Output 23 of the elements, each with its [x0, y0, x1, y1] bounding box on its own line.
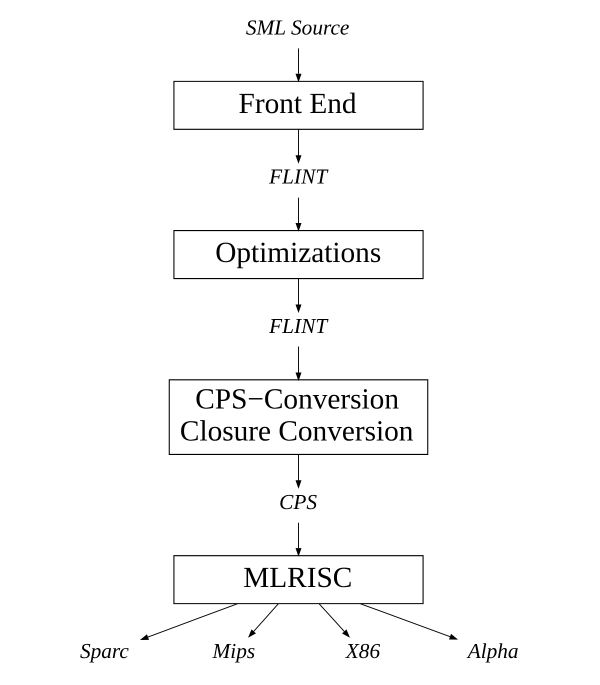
arrow	[295, 197, 301, 232]
node-text: Mips	[212, 639, 255, 664]
arrow	[318, 603, 350, 638]
node-text: Alpha	[467, 639, 518, 664]
arrow	[295, 522, 301, 557]
node-box: CPS−Conversion Closure Conversion	[168, 379, 428, 455]
arrow	[295, 278, 301, 314]
arrow	[295, 128, 301, 164]
arrow	[295, 48, 301, 82]
node-text: CPS	[278, 490, 317, 514]
node-text: SML Source	[245, 15, 349, 40]
node-text: X86	[345, 639, 380, 664]
node-box: Front End	[172, 80, 424, 130]
node-box: Optimizations	[172, 230, 424, 280]
arrow	[248, 603, 278, 638]
arrow	[139, 603, 238, 640]
node-text: Sparc	[79, 639, 128, 664]
node-text: FLINT	[268, 164, 327, 189]
node-box: MLRISC	[172, 555, 424, 604]
arrow	[295, 454, 301, 489]
arrow	[360, 603, 458, 640]
arrow	[295, 346, 301, 382]
node-text: FLINT	[268, 314, 327, 338]
